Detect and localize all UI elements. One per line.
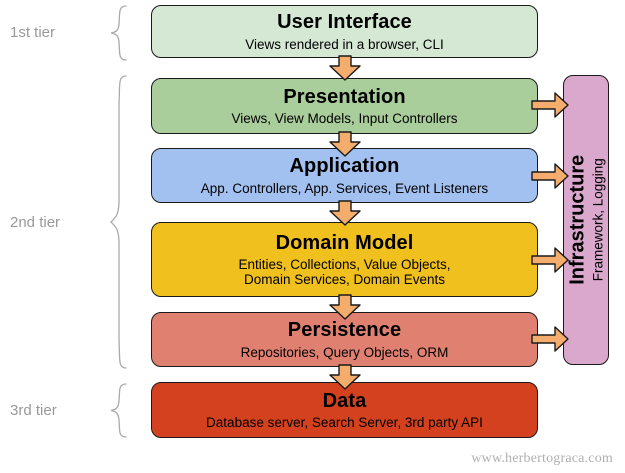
tier-2-label: 2nd tier xyxy=(10,214,61,231)
layer-domain-model[interactable]: Domain Model Entities, Collections, Valu… xyxy=(151,222,538,297)
layer-application[interactable]: Application App. Controllers, App. Servi… xyxy=(151,148,538,203)
tier-1-label: 1st tier xyxy=(10,24,56,41)
layer-subtitle: Views rendered in a browser, CLI xyxy=(245,37,444,52)
layer-subtitle: Database server, Search Server, 3rd part… xyxy=(206,415,483,430)
layer-subtitle-line: Database server, Search Server, 3rd part… xyxy=(206,415,483,431)
tier-3-label: 3rd tier xyxy=(10,402,57,419)
layer-title: Data xyxy=(322,389,367,412)
arrow-right-persistence-to-infrastructure xyxy=(531,326,569,352)
layer-title: Domain Model xyxy=(275,231,414,254)
arrow-down-presentation-to-application xyxy=(329,131,361,157)
tier-3-brace xyxy=(110,383,127,438)
layer-presentation[interactable]: Presentation Views, View Models, Input C… xyxy=(151,78,538,134)
layer-title: Presentation xyxy=(283,85,406,108)
layer-subtitle-line: App. Controllers, App. Services, Event L… xyxy=(200,180,489,196)
layer-title: Persistence xyxy=(287,319,402,342)
watermark: www.herbertograca.com xyxy=(471,451,613,466)
layer-infrastructure[interactable]: Infrastructure Framework, Logging xyxy=(563,75,609,365)
tier-2-brace xyxy=(110,75,127,369)
layer-title: User Interface xyxy=(277,11,412,34)
layer-subtitle: Views, View Models, Input Controllers xyxy=(231,111,457,126)
layer-subtitle-line: Repositories, Query Objects, ORM xyxy=(240,344,449,360)
arrow-down-ui-to-presentation xyxy=(329,55,361,81)
layer-persistence[interactable]: Persistence Repositories, Query Objects,… xyxy=(151,312,538,367)
layer-subtitle: Repositories, Query Objects, ORM xyxy=(241,345,449,360)
tier-1-brace xyxy=(110,5,127,61)
arrow-right-application-to-infrastructure xyxy=(531,163,569,189)
layer-title: Application xyxy=(289,155,400,178)
infrastructure-label-group: Infrastructure Framework, Logging xyxy=(566,155,606,285)
layer-user-interface[interactable]: User Interface Views rendered in a brows… xyxy=(151,5,538,58)
infrastructure-title: Infrastructure xyxy=(566,154,589,286)
arrow-down-application-to-domain xyxy=(329,200,361,226)
layer-subtitle-line: Entities, Collections, Value Objects, xyxy=(238,257,451,273)
arrow-down-domain-to-persistence xyxy=(329,294,361,320)
arrow-down-persistence-to-data xyxy=(329,364,361,390)
arrow-right-presentation-to-infrastructure xyxy=(531,92,569,118)
layer-subtitle-line: Views rendered in a browser, CLI xyxy=(245,36,444,52)
infrastructure-subtitle: Framework, Logging xyxy=(590,158,606,282)
layer-data[interactable]: Data Database server, Search Server, 3rd… xyxy=(151,382,538,438)
layer-subtitle-line: Domain Services, Domain Events xyxy=(243,272,446,288)
layer-subtitle: App. Controllers, App. Services, Event L… xyxy=(201,181,488,196)
arrow-right-domain-to-infrastructure xyxy=(531,247,569,273)
layer-subtitle: Entities, Collections, Value Objects, Do… xyxy=(238,257,450,287)
layer-subtitle-line: Views, View Models, Input Controllers xyxy=(231,111,458,127)
